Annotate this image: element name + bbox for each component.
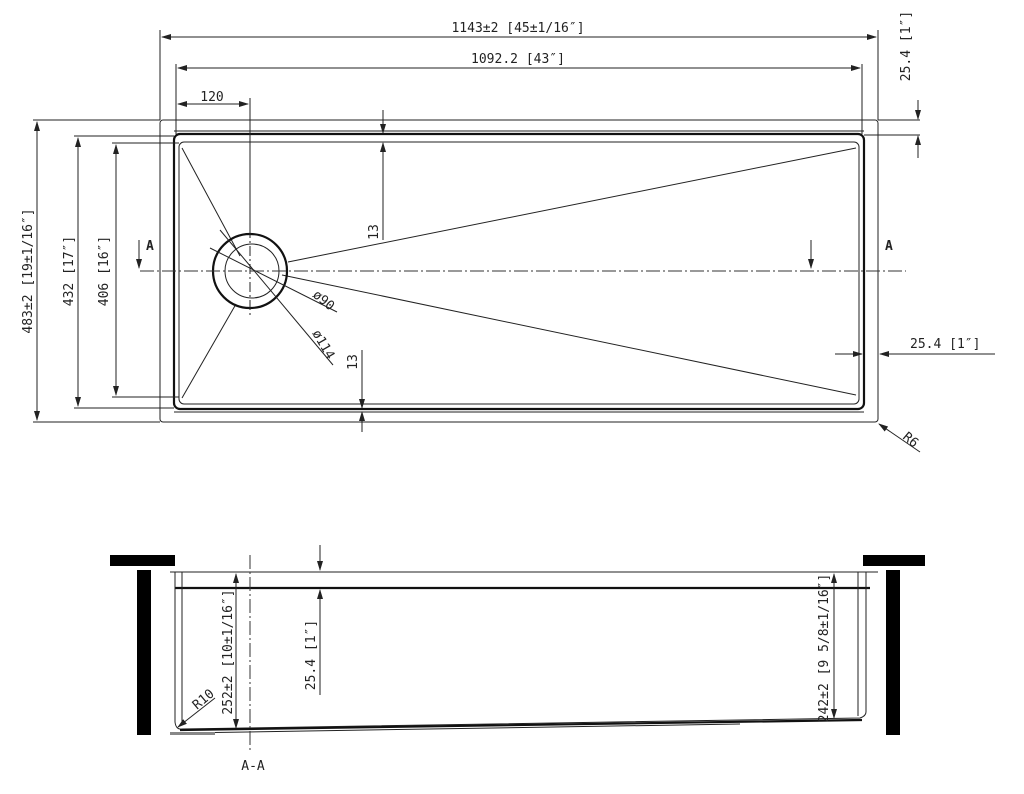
overall-depth-label: 483±2 [19±1/16″] bbox=[21, 208, 36, 333]
rim-height-label: 25.4 [1″] bbox=[304, 620, 319, 690]
corner-radius-label: R6 bbox=[899, 430, 921, 452]
section-title: A-A bbox=[241, 759, 265, 774]
section-view: A-A 25.4 [1″] 252±2 [10±1/16″] 242±2 [9 … bbox=[110, 545, 925, 774]
overall-width-label: 1143±2 [45±1/16″] bbox=[451, 21, 584, 36]
countertop-left bbox=[110, 555, 175, 566]
section-mark-left: A bbox=[146, 239, 154, 254]
depth-left-label: 252±2 [10±1/16″] bbox=[221, 589, 236, 714]
countertop-right bbox=[863, 555, 925, 566]
cabinet-wall-right bbox=[886, 570, 900, 735]
slope-lines bbox=[181, 147, 857, 399]
drain-outer-label: ø114 bbox=[309, 328, 338, 363]
section-mark-right: A bbox=[885, 239, 893, 254]
bowl-width-label: 1092.2 [43″] bbox=[471, 52, 565, 67]
rim-depth-label: 432 [17″] bbox=[62, 236, 77, 306]
flange-right-label: 25.4 [1″] bbox=[910, 337, 980, 352]
slope-bottom-label: 13 bbox=[346, 354, 361, 370]
bowl-depth-label: 406 [16″] bbox=[97, 236, 112, 306]
sink-bowl bbox=[178, 141, 860, 405]
plan-view: A A 1143±2 [45±1/16″] 1092.2 [43″] 120 4… bbox=[21, 11, 995, 453]
drain-offset-label: 120 bbox=[200, 90, 223, 105]
bottom-radius-label: R10 bbox=[190, 686, 218, 713]
sink-profile bbox=[174, 572, 867, 730]
slope-top-label: 13 bbox=[367, 224, 382, 240]
flange-top-label: 25.4 [1″] bbox=[899, 11, 914, 81]
cabinet-wall-left bbox=[137, 570, 151, 735]
depth-right-label: 242±2 [9 5/8±1/16″] bbox=[817, 574, 832, 723]
